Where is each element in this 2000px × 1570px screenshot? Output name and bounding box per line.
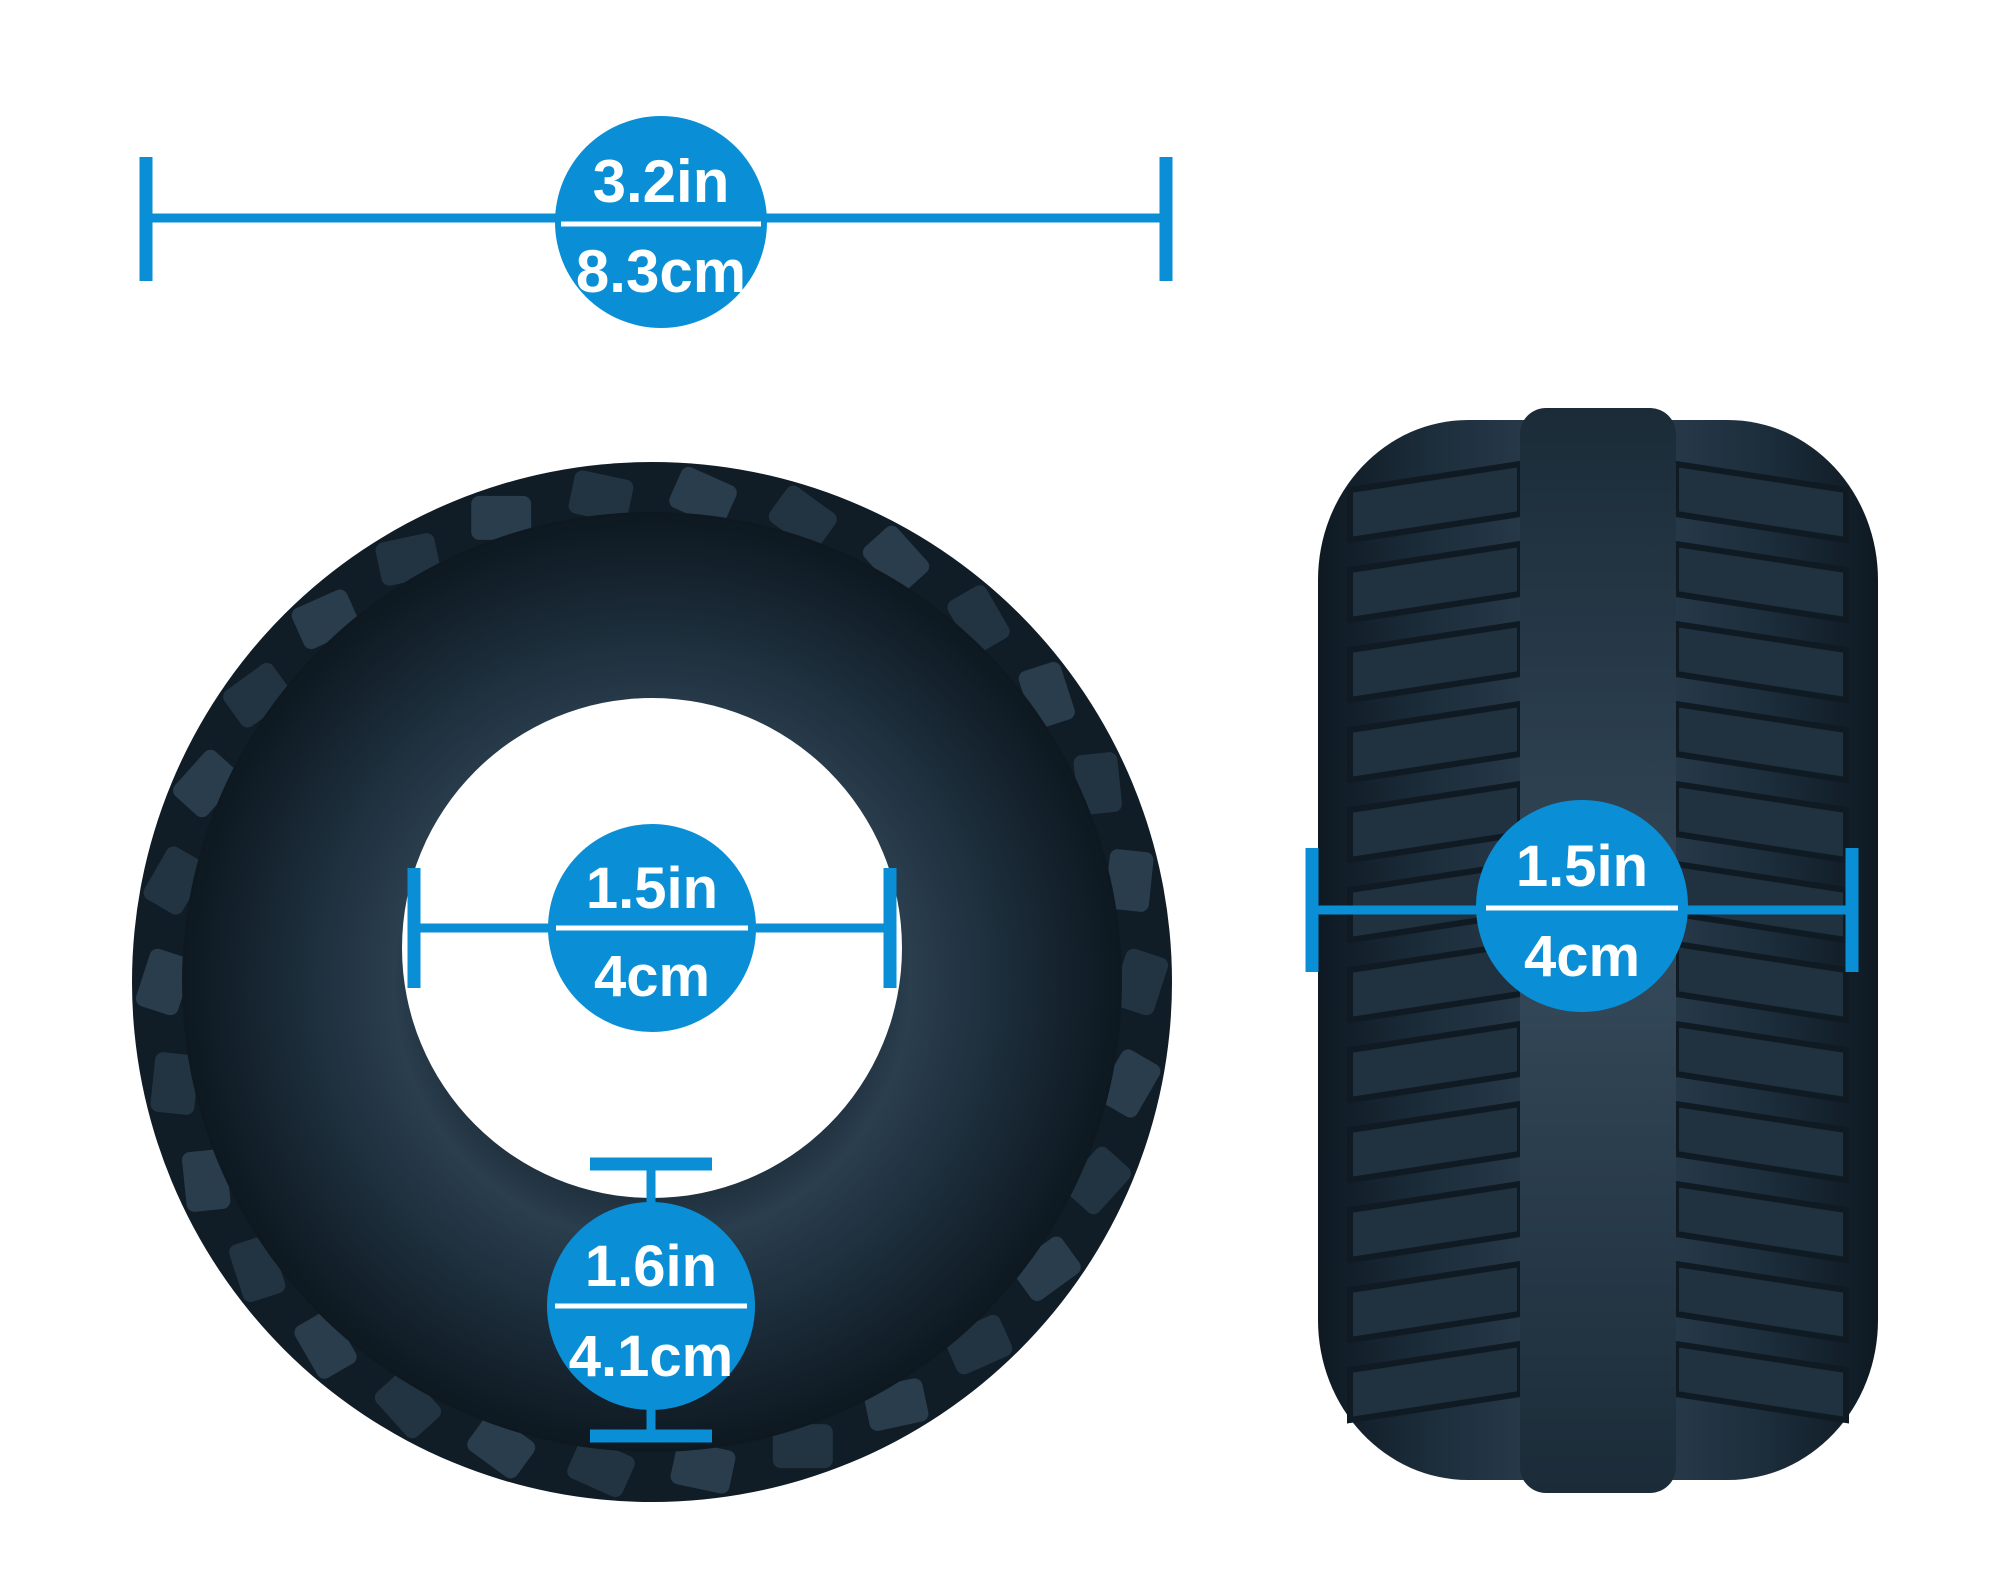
inner-diameter-imperial: 1.5in bbox=[586, 856, 718, 921]
tread-lug bbox=[669, 466, 737, 527]
tread-lug bbox=[135, 948, 193, 1016]
overall-width-dimension: 3.2in 8.3cm bbox=[139, 116, 1173, 328]
tread-lug bbox=[181, 1149, 231, 1212]
tread-lug bbox=[862, 525, 930, 594]
tread-lug bbox=[173, 749, 240, 818]
tread-lug bbox=[1012, 1236, 1081, 1302]
overall-width-metric: 8.3cm bbox=[576, 238, 746, 305]
tread-lug bbox=[223, 662, 292, 728]
side-tire-treads bbox=[1347, 460, 1849, 1424]
tread-lug bbox=[374, 1370, 442, 1439]
tread-lug bbox=[1064, 1146, 1131, 1215]
tread-lug bbox=[467, 1413, 536, 1479]
tread-lug bbox=[768, 485, 837, 551]
tread-lug bbox=[471, 495, 532, 540]
side-width-dimension: 1.5in 4cm bbox=[1305, 800, 1859, 1012]
tread-lug bbox=[150, 1052, 199, 1115]
ring-thickness-dimension: 1.6in 4.1cm bbox=[547, 1157, 755, 1443]
inner-diameter-dimension: 1.5in 4cm bbox=[407, 824, 897, 1032]
tire-side-view bbox=[1318, 408, 1878, 1493]
tire-tread-lugs bbox=[135, 466, 1169, 1498]
side-width-metric: 4cm bbox=[1524, 924, 1640, 989]
side-width-imperial: 1.5in bbox=[1516, 834, 1648, 899]
tread-lug bbox=[567, 1437, 635, 1498]
overall-width-imperial: 3.2in bbox=[593, 148, 730, 215]
tread-lug bbox=[1111, 948, 1169, 1016]
ring-thickness-metric: 4.1cm bbox=[569, 1324, 733, 1389]
inner-diameter-metric: 4cm bbox=[594, 944, 710, 1009]
tread-lug bbox=[1073, 752, 1123, 815]
ring-thickness-imperial: 1.6in bbox=[585, 1234, 717, 1299]
tread-lug bbox=[670, 1441, 736, 1494]
tread-lug bbox=[772, 1424, 833, 1469]
tread-lug bbox=[1105, 849, 1154, 912]
tread-lug bbox=[568, 470, 634, 523]
